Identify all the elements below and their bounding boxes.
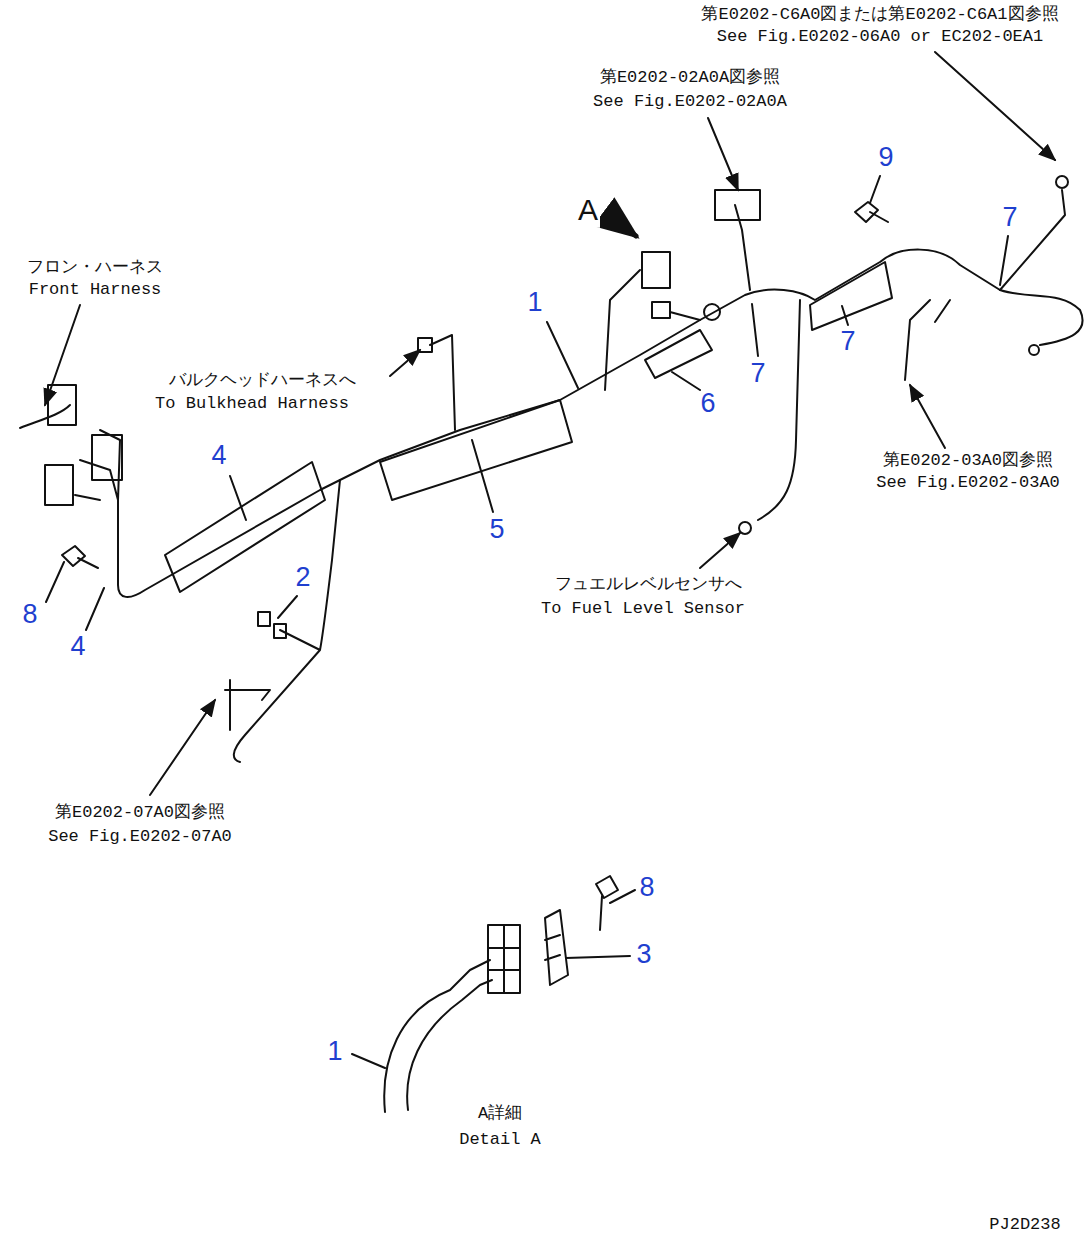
- note-text: PJ2D238: [987, 1215, 1062, 1235]
- note-text: See Fig.E0202-02A0A: [591, 92, 789, 112]
- leader: [700, 533, 740, 568]
- connector: [92, 435, 122, 480]
- connector: [642, 252, 670, 288]
- grommet: [704, 304, 720, 320]
- tape-band: [645, 330, 712, 378]
- connector: [48, 385, 76, 425]
- leader: [150, 700, 215, 795]
- callout-number: 2: [293, 562, 312, 593]
- harness-branch: [670, 312, 700, 320]
- note-text: 第E0202-07A0図参照: [53, 803, 227, 823]
- leader: [708, 118, 738, 190]
- harness-branch: [430, 335, 455, 430]
- callout-number: 7: [838, 326, 857, 357]
- bolt: [62, 546, 98, 568]
- note-text: Detail A: [457, 1130, 543, 1150]
- note-text: フュエルレベルセンサへ: [553, 575, 744, 595]
- note-text: 第E0202-03A0図参照: [881, 451, 1055, 471]
- callout-number: 8: [20, 599, 39, 630]
- ring-terminal: [1029, 345, 1039, 355]
- note-text: バルクヘッドハーネスへ: [167, 371, 358, 391]
- harness-branch: [905, 190, 1065, 380]
- connector: [739, 522, 751, 534]
- clip: [258, 612, 270, 626]
- leader: [935, 52, 1055, 160]
- bolt: [596, 876, 618, 930]
- note-text: See Fig.E0202-03A0: [874, 473, 1062, 493]
- note-text: A詳細: [476, 1104, 524, 1124]
- leader: [46, 176, 1008, 1068]
- note-text: See Fig.E0202-06A0 or EC202-0EA1: [715, 27, 1045, 47]
- bracket: [545, 910, 568, 985]
- clip: [225, 680, 270, 730]
- harness-branch: [605, 270, 640, 390]
- note-text: 第E0202-C6A0図または第E0202-C6A1図参照: [699, 5, 1060, 25]
- leader: [390, 350, 420, 376]
- callout-number: 3: [634, 939, 653, 970]
- detail-cable: [384, 960, 492, 1112]
- callout-number: 4: [68, 631, 87, 662]
- note-text: Front Harness: [27, 280, 164, 300]
- callout-number: 1: [325, 1036, 344, 1067]
- connector: [45, 465, 73, 505]
- connector: [488, 925, 520, 993]
- bolt: [855, 202, 888, 222]
- harness-main: [118, 250, 1083, 597]
- connector: [652, 302, 670, 318]
- callout-number: 6: [698, 388, 717, 419]
- harness-branch: [20, 405, 120, 500]
- callout-number: 5: [487, 514, 506, 545]
- harness-branch: [735, 205, 750, 290]
- note-text: See Fig.E0202-07A0: [46, 827, 234, 847]
- harness-branch: [234, 480, 340, 762]
- view-letter: A: [576, 193, 600, 228]
- leader: [910, 385, 945, 448]
- callout-number: 8: [637, 872, 656, 903]
- callout-number: 4: [209, 440, 228, 471]
- callout-number: 9: [876, 142, 895, 173]
- tape-band: [810, 262, 892, 330]
- harness-branch: [758, 300, 800, 520]
- tape-band: [380, 400, 572, 500]
- note-text: To Bulkhead Harness: [153, 394, 351, 414]
- bracket: [715, 190, 760, 220]
- connector: [488, 925, 520, 993]
- ring-terminal: [1056, 176, 1068, 188]
- note-text: To Fuel Level Sensor: [539, 599, 747, 619]
- callout-number: 7: [1000, 202, 1019, 233]
- note-text: 第E0202-02A0A図参照: [598, 68, 782, 88]
- note-text: フロン・ハーネス: [25, 258, 165, 278]
- view-arrow: [612, 218, 636, 236]
- clip: [274, 624, 286, 638]
- callout-number: 7: [748, 358, 767, 389]
- callout-number: 1: [525, 287, 544, 318]
- leader: [45, 305, 80, 405]
